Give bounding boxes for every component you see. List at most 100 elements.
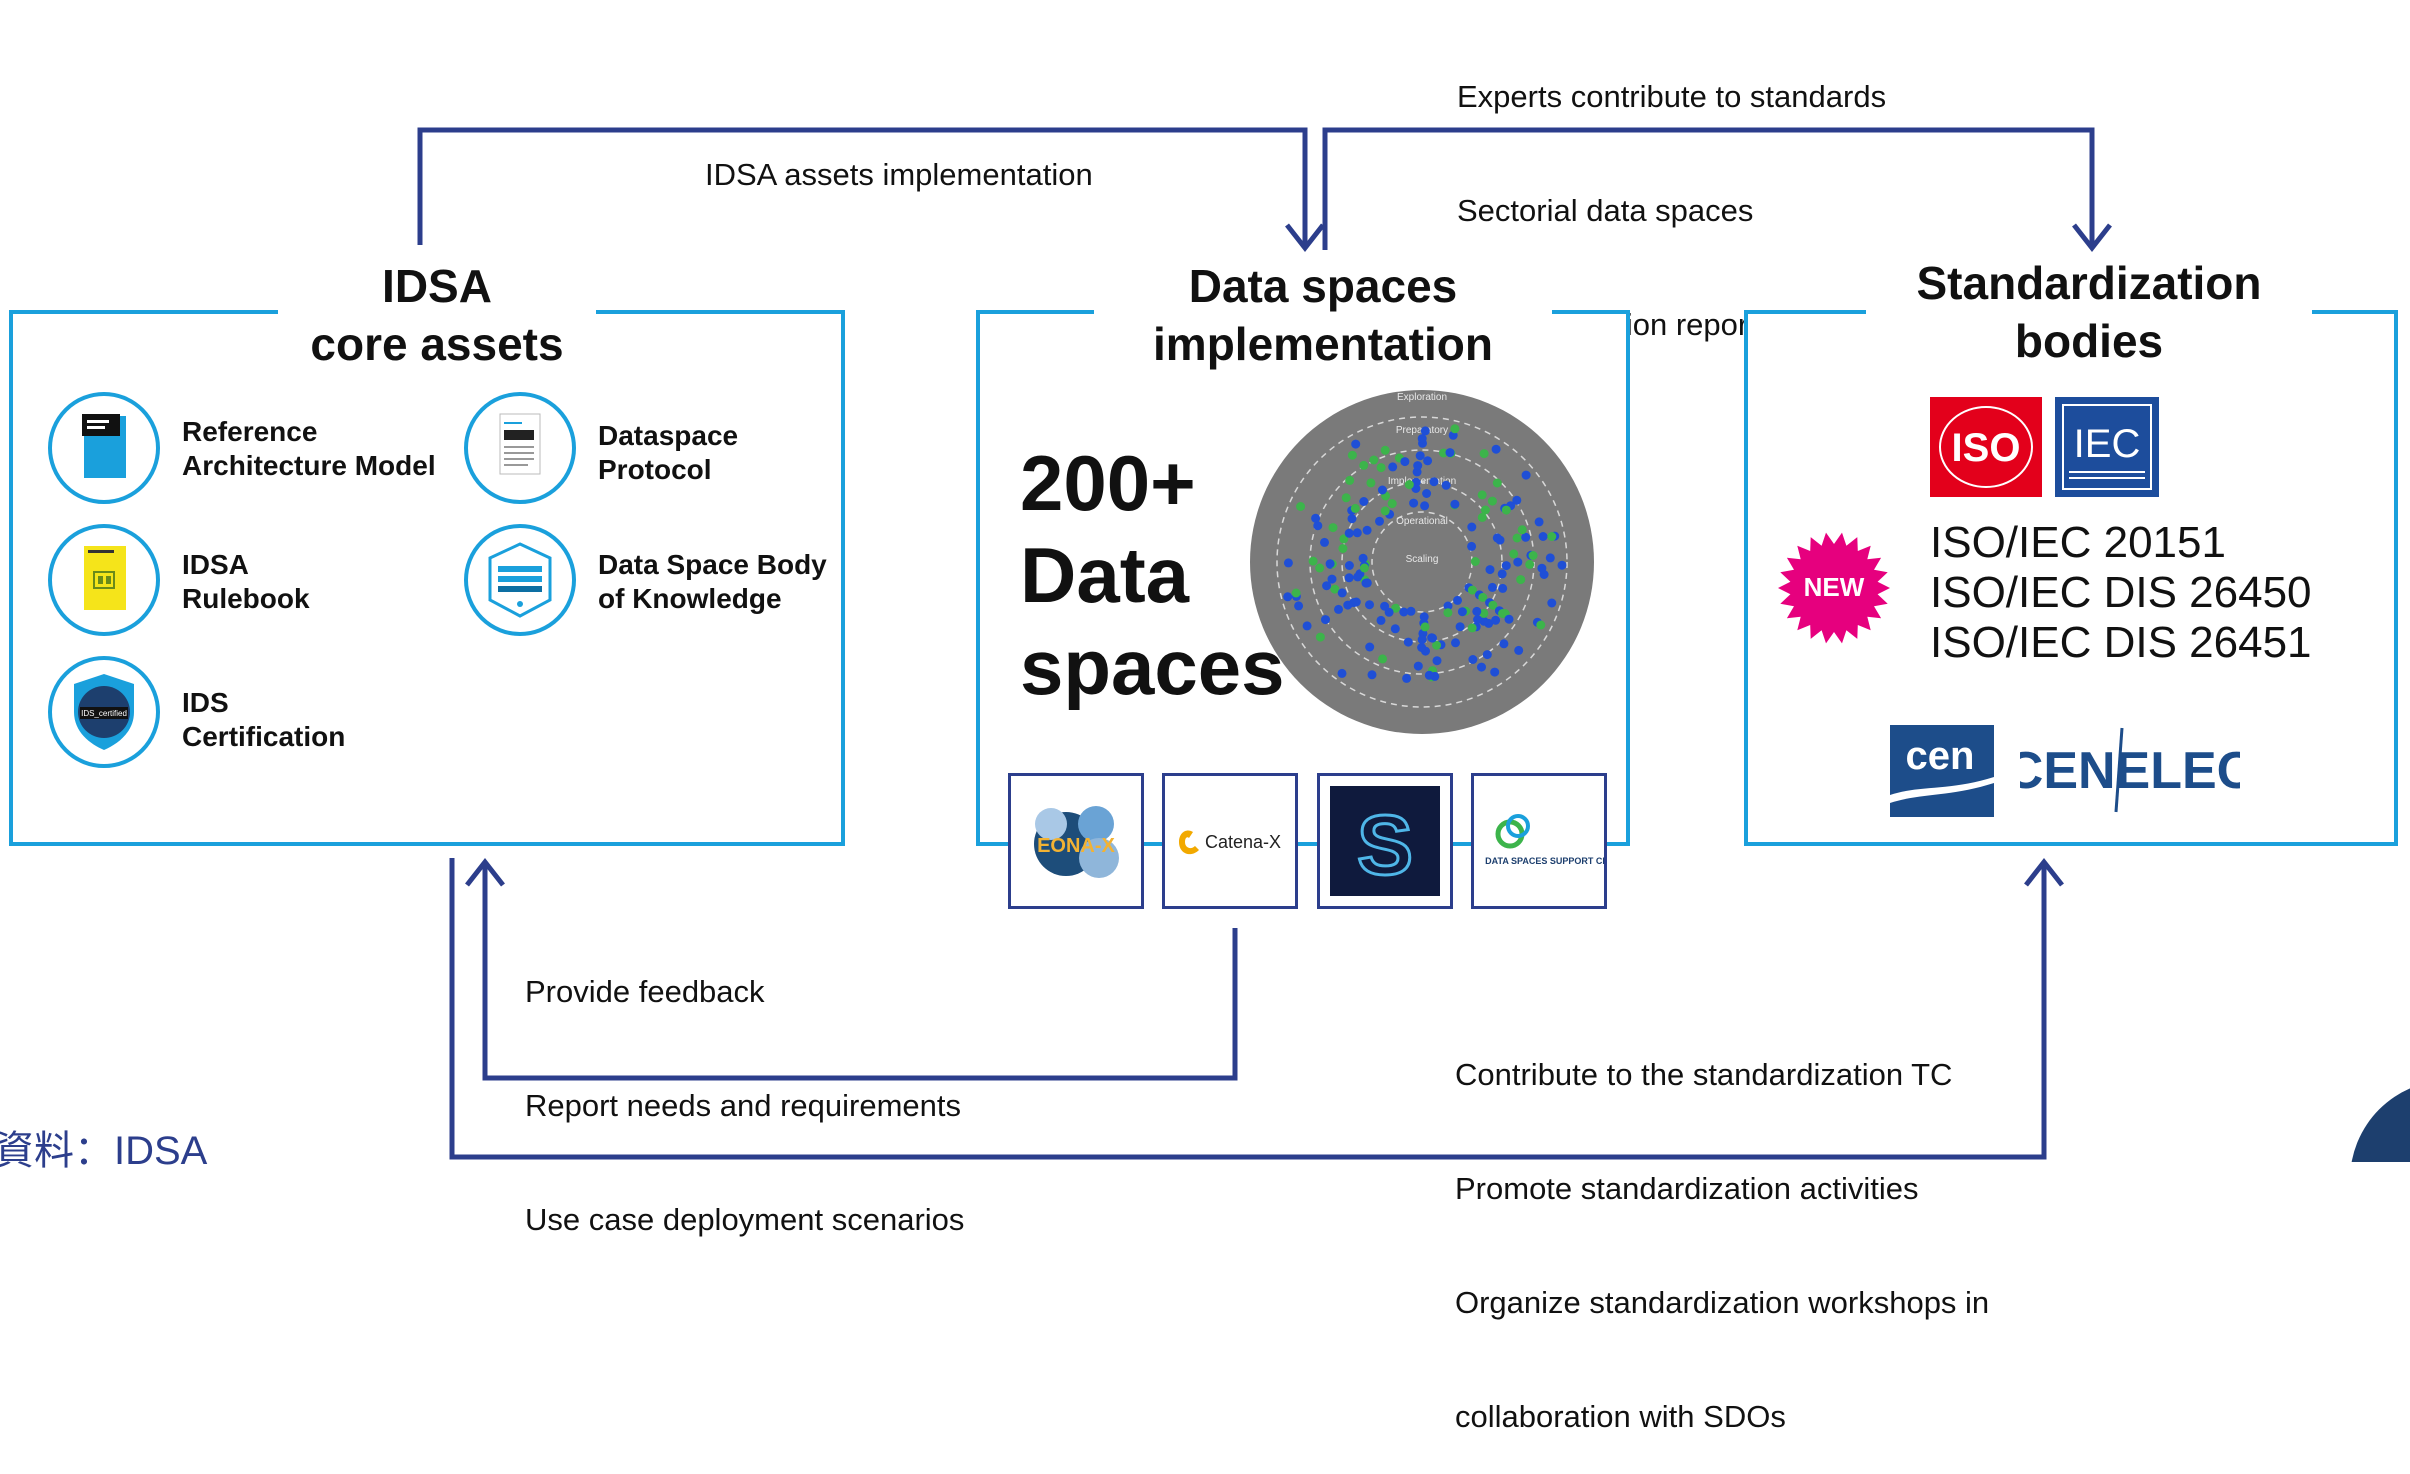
cen-logo: cen: [1890, 725, 1994, 817]
radar-dot: [1344, 561, 1354, 570]
flow-line: Organize standardization workshops in: [1455, 1285, 1990, 1320]
radar-dot: [1328, 523, 1338, 533]
radar-dot: [1443, 608, 1453, 618]
flow-line: Contribute to the standardization TC: [1455, 1057, 1953, 1092]
radar-dot: [1404, 480, 1414, 490]
flow-line: Provide feedback: [525, 974, 765, 1009]
radar-dot: [1513, 557, 1523, 567]
radar-dot: [1497, 569, 1507, 579]
flow-line: Promote standardization activities: [1455, 1171, 1919, 1206]
radar-dot: [1390, 624, 1400, 634]
radar-dot: [1415, 451, 1425, 461]
radar-dot: [1455, 622, 1465, 632]
radar-dot: [1380, 445, 1390, 455]
radar-dot: [1445, 448, 1455, 458]
radar-dot: [1311, 513, 1321, 523]
radar-dot: [1283, 558, 1293, 568]
radar-dot: [1491, 615, 1501, 625]
radar-dot: [1338, 544, 1348, 553]
radar-dot: [1344, 528, 1354, 538]
radar-dot: [1467, 541, 1477, 551]
radar-dot: [1521, 470, 1531, 480]
flow-line: Experts contribute to standards: [1457, 79, 1887, 114]
radar-dot: [1490, 667, 1500, 677]
radar-dot: [1402, 673, 1412, 683]
radar-dot: [1457, 607, 1467, 617]
radar-dot: [1344, 573, 1354, 583]
radar-dot: [1439, 448, 1448, 458]
asset-label-line: Reference: [182, 416, 318, 447]
radar-dot: [1479, 449, 1489, 459]
flow-label-standardization: Contribute to the standardization TC Pro…: [1455, 980, 1989, 1474]
radar-dot: [1420, 426, 1430, 436]
radar-dot: [1539, 570, 1549, 579]
radar-dot: [1358, 553, 1368, 563]
data-spaces-support-centre-logo: DATA SPACES SUPPORT CENTRE: [1471, 773, 1633, 909]
asset-label-line: Rulebook: [182, 583, 310, 614]
asset-label-dataspace-protocol: Dataspace Protocol: [598, 419, 738, 487]
radar-dot: [1491, 444, 1501, 454]
radar-dot: [1376, 615, 1386, 625]
title-line: implementation: [1153, 318, 1493, 370]
asset-label-line: IDSA: [182, 549, 249, 580]
radar-dot: [1417, 434, 1427, 444]
radar-dot: [1501, 561, 1511, 571]
flow-line: Sectorial data spaces: [1457, 193, 1754, 228]
radar-dot: [1352, 528, 1362, 538]
eona-x-logo: EONA-X: [1008, 773, 1144, 909]
radar-dot: [1498, 609, 1508, 618]
radar-dot: [1557, 560, 1567, 570]
radar-dot: [1413, 461, 1423, 471]
radar-dot: [1422, 489, 1432, 498]
certified-shield-icon: IDS_certified: [48, 656, 160, 768]
radar-dot: [1302, 621, 1312, 631]
idsa-box-title: IDSA core assets: [278, 257, 596, 373]
radar-dot: [1428, 633, 1437, 643]
asset-label-line: Protocol: [598, 454, 712, 485]
radar-dot: [1487, 582, 1497, 592]
radar-dot: [1375, 516, 1384, 526]
radar-dot: [1291, 588, 1301, 598]
standard-iso-iec-dis-26451: ISO/IEC DIS 26451: [1930, 618, 2312, 667]
s-logo-text: S: [1357, 798, 1413, 892]
radar-dot: [1347, 450, 1357, 460]
radar-dot: [1294, 601, 1304, 611]
radar-dot: [1391, 603, 1401, 613]
radar-dot: [1366, 478, 1376, 488]
radar-dot: [1365, 600, 1374, 610]
radar-dot: [1400, 457, 1410, 467]
radar-dot: [1424, 670, 1434, 680]
radar-dot: [1378, 654, 1388, 664]
radar-dot: [1337, 668, 1347, 678]
radar-dot: [1467, 585, 1477, 595]
radar-dot: [1473, 615, 1483, 624]
radar-dot: [1315, 632, 1325, 642]
radar-dot: [1480, 505, 1490, 515]
radar-dot: [1547, 598, 1557, 608]
radar-dot: [1343, 600, 1353, 610]
radar-dot: [1283, 592, 1293, 602]
radar-dot: [1477, 490, 1487, 500]
asset-label-idsa-rulebook: IDSA Rulebook: [182, 548, 310, 616]
arrow-implementation-to-idsa: [482, 865, 1238, 1081]
radar-dot: [1509, 549, 1519, 559]
radar-dot: [1521, 532, 1531, 542]
radar-dot: [1388, 462, 1398, 472]
asset-label-line: IDS: [182, 687, 229, 718]
radar-dot: [1487, 496, 1497, 506]
radar-dot: [1432, 656, 1442, 666]
radar-dot: [1467, 623, 1477, 633]
radar-dot: [1350, 503, 1360, 513]
source-caption: 資料：IDSA: [0, 1129, 208, 1173]
radar-dot: [1325, 559, 1335, 569]
arrow-idsa-to-standards: [449, 858, 2047, 1160]
radar-dot: [1327, 574, 1337, 584]
reference-architecture-doc-icon: [48, 392, 160, 504]
radar-dot: [1423, 456, 1433, 466]
dssc-logo-text: DATA SPACES SUPPORT CENTRE: [1485, 856, 1604, 866]
flow-line: collaboration with SDOs: [1455, 1399, 1786, 1434]
asset-label-body-of-knowledge: Data Space Body of Knowledge: [598, 548, 827, 616]
radar-dot: [1384, 607, 1394, 617]
radar-dot: [1411, 477, 1421, 487]
radar-dot: [1365, 642, 1375, 652]
